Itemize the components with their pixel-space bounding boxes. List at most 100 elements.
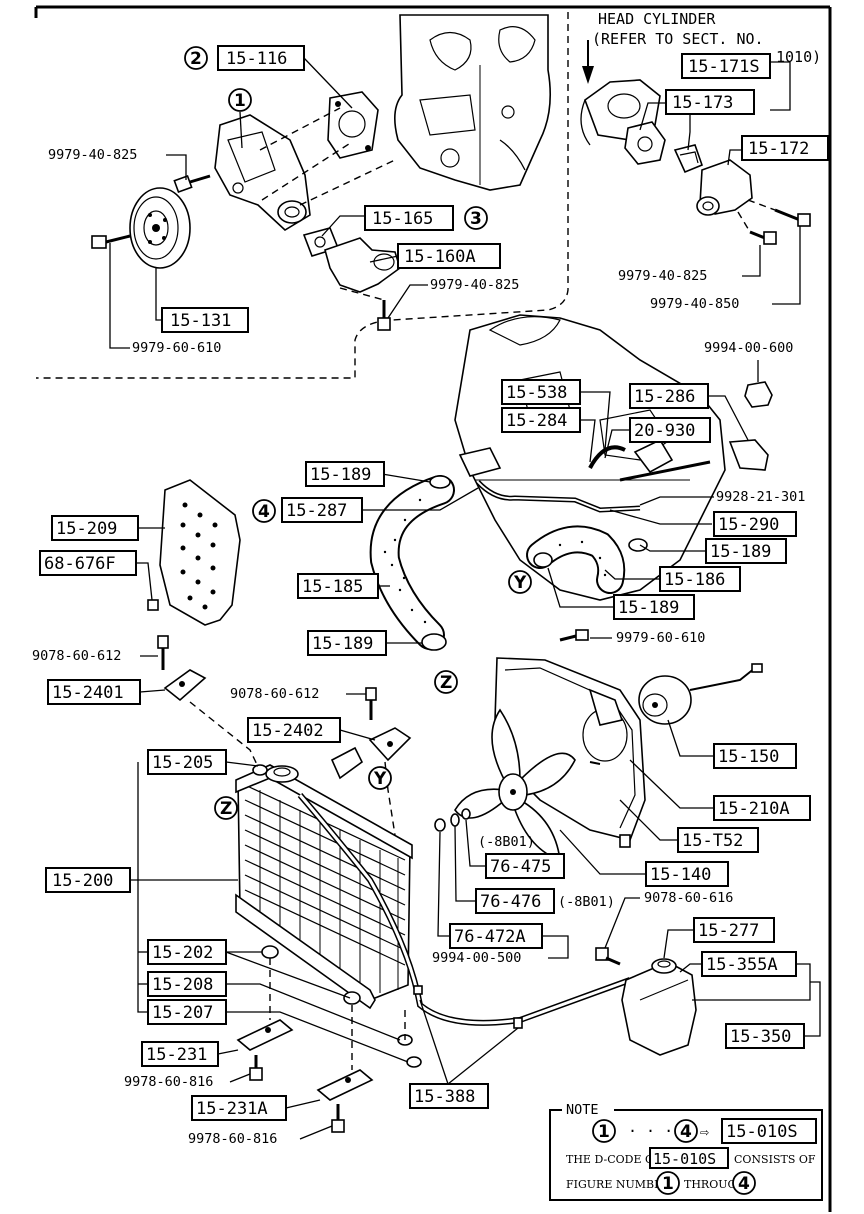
part-box-15-173[interactable]: 15-173 — [665, 89, 755, 115]
number-9078-60-612-b: 9078-60-612 — [230, 686, 319, 702]
part-box-15-2402[interactable]: 15-2402 — [247, 717, 341, 743]
svg-text:4: 4 — [258, 502, 270, 522]
part-box-68-676F[interactable]: 68-676F — [39, 550, 137, 576]
radiator-inlet — [330, 746, 364, 780]
part-box-76-476[interactable]: 76-476 — [475, 888, 555, 914]
note-circle-4: 4 — [674, 1119, 698, 1143]
svg-text:15-231A: 15-231A — [196, 1099, 268, 1119]
part-box-15-189-c[interactable]: 15-189 — [613, 594, 695, 620]
part-box-76-472A[interactable]: 76-472A — [449, 923, 543, 949]
part-box-15-189-a[interactable]: 15-189 — [305, 461, 385, 487]
washers — [434, 808, 471, 832]
number-9994-00-600: 9994-00-600 — [704, 340, 793, 356]
fan-shroud-15-210A-drawing — [494, 657, 646, 841]
svg-text:15-231: 15-231 — [146, 1045, 207, 1065]
svg-text:15-209: 15-209 — [56, 519, 117, 539]
svg-text:15-205: 15-205 — [152, 753, 213, 773]
part-box-15-205[interactable]: 15-205 — [147, 749, 227, 775]
svg-text:Z: Z — [440, 673, 452, 693]
bolt-9978-60-816-b — [331, 1104, 345, 1133]
callout-Z-top: Z — [434, 670, 458, 694]
bracket-15-231A-drawing — [316, 1069, 374, 1101]
gasket-15-116-drawing — [327, 91, 379, 159]
part-box-15-189-d[interactable]: 15-189 — [307, 630, 387, 656]
note-line3-circle-1: 1 — [656, 1171, 680, 1195]
part-box-15-2401[interactable]: 15-2401 — [47, 679, 141, 705]
head-cylinder-label: HEAD CYLINDER — [598, 10, 716, 28]
callout-4: 4 — [252, 499, 276, 523]
svg-text:15-208: 15-208 — [152, 975, 213, 995]
number-9928-21-301: 9928-21-301 — [716, 489, 805, 505]
svg-text:15-140: 15-140 — [650, 865, 711, 885]
part-box-20-930[interactable]: 20-930 — [629, 417, 711, 443]
svg-text:15-189: 15-189 — [310, 465, 371, 485]
note-line2-code[interactable]: 15-010S — [649, 1147, 729, 1169]
part-box-15-231A[interactable]: 15-231A — [191, 1095, 287, 1121]
svg-text:15-172: 15-172 — [748, 139, 809, 159]
number-9979-40-825-a: 9979-40-825 — [48, 147, 137, 163]
part-box-15-208[interactable]: 15-208 — [147, 971, 227, 997]
part-box-15-160A[interactable]: 15-160A — [397, 243, 501, 269]
sensor-15-286-drawing — [728, 439, 769, 471]
part-box-15-200[interactable]: 15-200 — [45, 867, 131, 893]
refer-label: (REFER TO SECT. NO. — [592, 30, 764, 48]
part-box-15-171S[interactable]: 15-171S — [681, 53, 771, 79]
radiator-15-200-drawing — [235, 764, 413, 1010]
pipe-fitting-drawing — [458, 447, 502, 477]
part-box-15-131[interactable]: 15-131 — [161, 307, 249, 333]
part-box-15-186[interactable]: 15-186 — [659, 566, 741, 592]
part-box-15-210A[interactable]: 15-210A — [713, 795, 811, 821]
part-box-15-189-b[interactable]: 15-189 — [705, 538, 787, 564]
part-box-15-172[interactable]: 15-172 — [741, 135, 829, 161]
note-code-box[interactable]: 15-010S — [721, 1118, 817, 1144]
callout-Z-bottom: Z — [214, 796, 238, 820]
part-box-15-388[interactable]: 15-388 — [409, 1083, 489, 1109]
part-box-15-231[interactable]: 15-231 — [141, 1041, 219, 1067]
part-box-15-284[interactable]: 15-284 — [501, 407, 581, 433]
part-box-15-277[interactable]: 15-277 — [693, 917, 775, 943]
svg-text:76-475: 76-475 — [490, 857, 551, 877]
part-box-15-290[interactable]: 15-290 — [713, 511, 797, 537]
part-box-15-355A[interactable]: 15-355A — [701, 951, 797, 977]
part-box-15-116[interactable]: 15-116 — [217, 45, 305, 71]
clip-15-388-b — [513, 1017, 523, 1029]
part-box-15-209[interactable]: 15-209 — [51, 515, 139, 541]
svg-text:15-287: 15-287 — [286, 501, 347, 521]
hose-clamp-upper — [429, 475, 451, 489]
part-box-15-286[interactable]: 15-286 — [629, 383, 709, 409]
svg-text:3: 3 — [470, 209, 482, 229]
svg-text:Z: Z — [220, 799, 232, 819]
part-box-15-207[interactable]: 15-207 — [147, 999, 227, 1025]
part-box-15-140[interactable]: 15-140 — [645, 861, 729, 887]
svg-text:15-355A: 15-355A — [706, 955, 778, 975]
number-9979-40-850: 9979-40-850 — [650, 296, 739, 312]
svg-text:15-538: 15-538 — [506, 383, 567, 403]
gasket-15-173-drawing — [624, 121, 666, 165]
part-box-15-202[interactable]: 15-202 — [147, 939, 227, 965]
svg-text:15-165: 15-165 — [372, 209, 433, 229]
part-box-15-165[interactable]: 15-165 — [364, 205, 454, 231]
water-pipe — [476, 460, 711, 513]
number-8B01-a: (-8B01) — [478, 834, 535, 850]
svg-text:15-010S: 15-010S — [653, 1150, 716, 1168]
number-9078-60-612-a: 9078-60-612 — [32, 648, 121, 664]
thermostat-cover-15-172-drawing — [696, 159, 753, 216]
bracket-15-2401-drawing — [163, 669, 207, 702]
number-9978-60-816-a: 9978-60-816 — [124, 1074, 213, 1090]
part-box-76-475[interactable]: 76-475 — [485, 853, 565, 879]
cap-9994-00-600-drawing — [744, 381, 773, 408]
part-box-15-T52[interactable]: 15-T52 — [677, 827, 759, 853]
part-box-15-185[interactable]: 15-185 — [297, 573, 379, 599]
number-9978-60-816-b: 9978-60-816 — [188, 1131, 277, 1147]
part-box-15-150[interactable]: 15-150 — [713, 743, 797, 769]
fan-15-140-drawing — [454, 708, 576, 862]
note-line2-pre: THE D-CODE OF — [566, 1153, 662, 1166]
svg-text:15-173: 15-173 — [672, 93, 733, 113]
svg-text:20-930: 20-930 — [634, 421, 695, 441]
part-box-15-287[interactable]: 15-287 — [281, 497, 363, 523]
part-box-15-350[interactable]: 15-350 — [725, 1023, 805, 1049]
engine-block-top — [394, 14, 552, 191]
svg-text:15-116: 15-116 — [226, 49, 287, 69]
part-box-15-538[interactable]: 15-538 — [501, 379, 581, 405]
